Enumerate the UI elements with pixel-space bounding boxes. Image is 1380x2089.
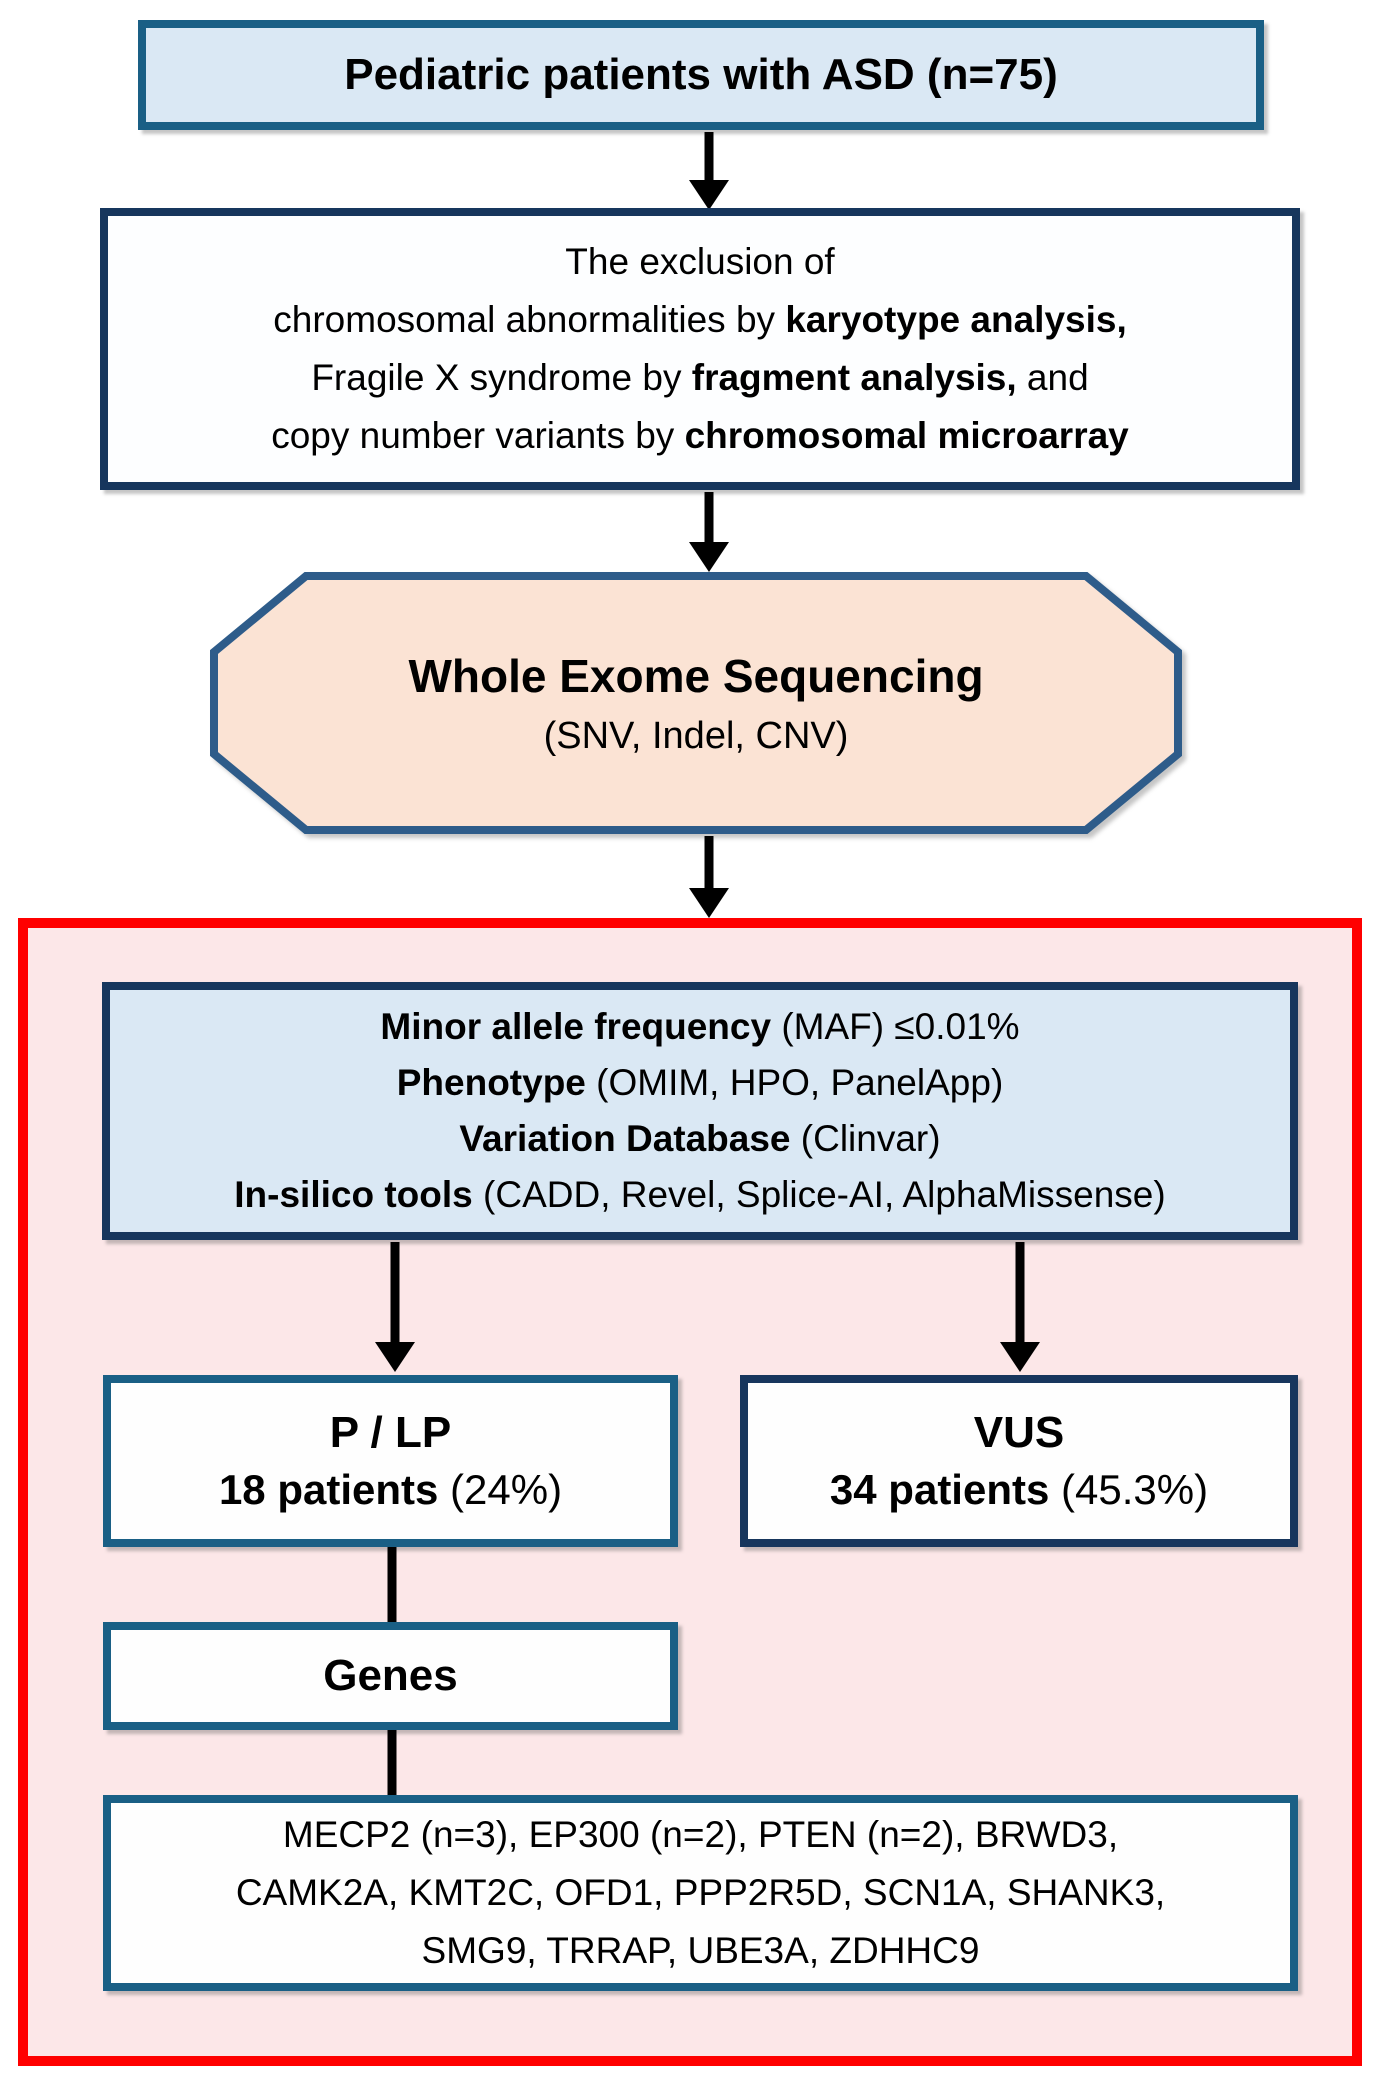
arrow-head bbox=[689, 888, 729, 918]
wes-subtitle: (SNV, Indel, CNV) bbox=[543, 714, 849, 757]
exclusion-box: The exclusion of chromosomal abnormaliti… bbox=[100, 208, 1300, 490]
arrow-shaft bbox=[704, 836, 714, 892]
arrow-head bbox=[375, 1342, 415, 1372]
arrow-head bbox=[1000, 1342, 1040, 1372]
arrow-filter-to-vus bbox=[1000, 1242, 1040, 1372]
wes-title: Whole Exome Sequencing bbox=[408, 649, 984, 702]
gene-list-line: CAMK2A, KMT2C, OFD1, PPP2R5D, SCN1A, SHA… bbox=[235, 1872, 1166, 1913]
arrow-shaft bbox=[390, 1242, 400, 1346]
exclusion-line: chromosomal abnormalities by karyotype a… bbox=[273, 299, 1127, 340]
gene-list-line: MECP2 (n=3), EP300 (n=2), PTEN (n=2), BR… bbox=[282, 1814, 1119, 1855]
filter-line: Minor allele frequency (MAF) ≤0.01% bbox=[380, 1006, 1020, 1047]
arrow-shaft bbox=[1015, 1242, 1025, 1346]
connector-genes-to-list bbox=[372, 1730, 412, 1795]
gene-list-line: SMG9, TRRAP, UBE3A, ZDHHC9 bbox=[421, 1930, 980, 1971]
filter-criteria-box: Minor allele frequency (MAF) ≤0.01% Phen… bbox=[102, 982, 1298, 1240]
arrow-patients-to-exclusion bbox=[689, 132, 729, 210]
genes-box: Genes bbox=[103, 1622, 678, 1730]
connector-line bbox=[387, 1547, 397, 1622]
patients-box-text: Pediatric patients with ASD (n=75) bbox=[344, 50, 1058, 99]
filter-line: In-silico tools (CADD, Revel, Splice-AI,… bbox=[234, 1174, 1166, 1215]
plp-box: P / LP 18 patients (24%) bbox=[103, 1375, 678, 1547]
patients-box: Pediatric patients with ASD (n=75) bbox=[138, 20, 1264, 130]
vus-title: VUS bbox=[973, 1408, 1065, 1457]
arrow-filter-to-plp bbox=[375, 1242, 415, 1372]
gene-list-box: MECP2 (n=3), EP300 (n=2), PTEN (n=2), BR… bbox=[103, 1795, 1298, 1991]
arrow-exclusion-to-wes bbox=[689, 492, 729, 572]
plp-title: P / LP bbox=[329, 1408, 452, 1457]
arrow-wes-to-results bbox=[689, 836, 729, 918]
connector-plp-to-genes bbox=[372, 1547, 412, 1622]
exclusion-line: The exclusion of bbox=[565, 241, 835, 282]
arrow-head bbox=[689, 542, 729, 572]
arrow-head bbox=[689, 180, 729, 210]
filter-line: Variation Database (Clinvar) bbox=[459, 1118, 941, 1159]
vus-detail: 34 patients (45.3%) bbox=[829, 1466, 1209, 1513]
exclusion-line: Fragile X syndrome by fragment analysis,… bbox=[311, 357, 1089, 398]
arrow-shaft bbox=[704, 132, 714, 184]
genes-box-text: Genes bbox=[323, 1651, 458, 1700]
arrow-shaft bbox=[704, 492, 714, 546]
wes-hexagon-shape bbox=[210, 572, 1182, 834]
connector-line bbox=[387, 1730, 397, 1795]
vus-box: VUS 34 patients (45.3%) bbox=[740, 1375, 1298, 1547]
plp-detail: 18 patients (24%) bbox=[218, 1466, 563, 1513]
exclusion-line: copy number variants by chromosomal micr… bbox=[271, 415, 1129, 456]
wes-hexagon: Whole Exome Sequencing (SNV, Indel, CNV) bbox=[210, 572, 1182, 834]
filter-line: Phenotype (OMIM, HPO, PanelApp) bbox=[396, 1062, 1004, 1103]
